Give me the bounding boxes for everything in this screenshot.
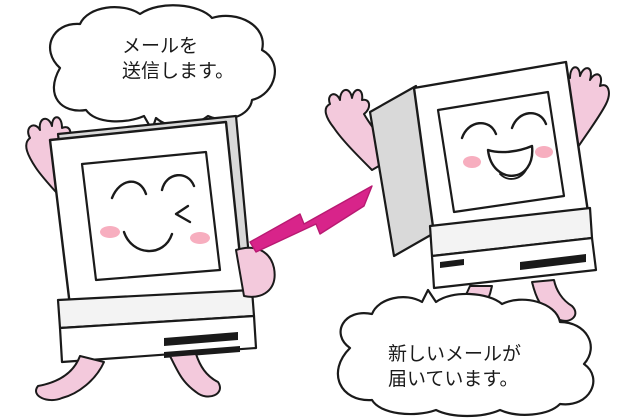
speech-bubble-icon (337, 288, 595, 418)
sender-bubble-text: メールを 送信します。 (122, 34, 234, 84)
lightning-bolt-icon (249, 185, 373, 253)
receiver-bubble-text: 新しいメールが 届いています。 (388, 342, 521, 392)
receiver-bubble-line-2: 届いています。 (388, 368, 519, 391)
sender-bubble-line-1: メールを (122, 35, 199, 57)
computer-character-icon (324, 60, 610, 332)
sender-bubble-line-2: 送信します。 (122, 60, 235, 83)
computer-character-icon (25, 114, 276, 402)
receiver-bubble-line-1: 新しいメールが (388, 343, 522, 365)
speech-bubble-icon (49, 4, 276, 132)
